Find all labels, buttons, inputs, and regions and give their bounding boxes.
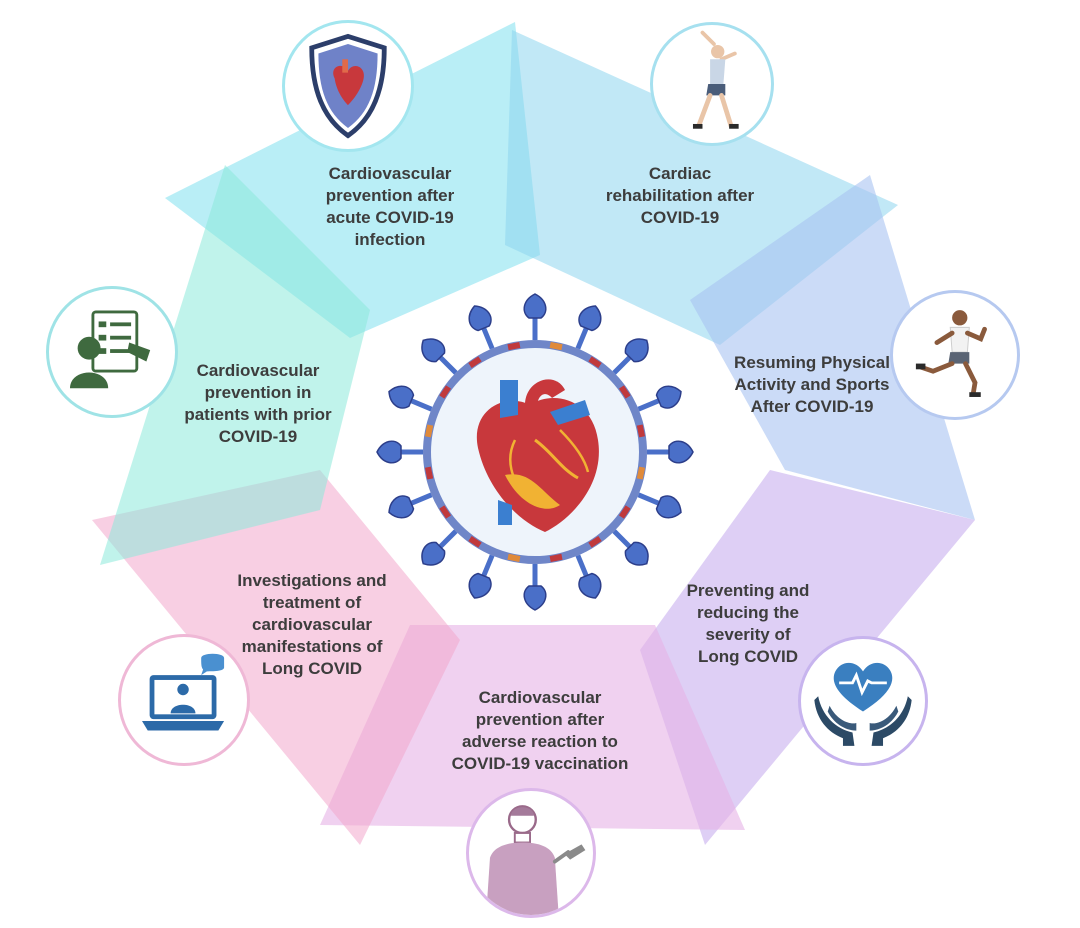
label-prevention-acute: Cardiovascular prevention after acute CO… (325, 164, 455, 249)
virus-membrane-protein (588, 356, 602, 369)
circle-rehab (650, 22, 774, 146)
heart-in-hands-icon (814, 662, 912, 746)
telemedicine-laptop-icon (142, 653, 225, 731)
virus-membrane-protein (549, 553, 563, 563)
stretching-woman-icon (692, 30, 739, 129)
label-rehab: Cardiac rehabilitation after COVID-19 (605, 164, 755, 227)
virus-spike (388, 492, 433, 519)
virus-membrane-protein (424, 466, 434, 480)
label-prior-covid: Cardiovascular prevention in patients wi… (184, 361, 332, 446)
virus-spike (376, 440, 423, 464)
virus-membrane-protein (424, 424, 434, 438)
vaccination-icon (486, 805, 586, 915)
virus-spike (421, 529, 458, 566)
virus-spike (468, 554, 495, 599)
heart-shield-icon (309, 33, 387, 139)
virus-membrane-protein (507, 553, 521, 563)
running-man-icon (915, 310, 987, 397)
virus-membrane-protein (468, 356, 482, 369)
virus-membrane-protein (588, 535, 602, 548)
virus-spike (575, 554, 602, 599)
virus-membrane-protein (439, 385, 452, 399)
virus-spike (575, 305, 602, 350)
band-prior-covid (100, 165, 370, 565)
virus-spike (612, 529, 649, 566)
band-severity (640, 470, 975, 845)
heart-illustration (476, 379, 599, 532)
checklist-doctor-icon (70, 310, 151, 389)
virus-membrane-protein (439, 505, 452, 519)
virus-spike (637, 385, 682, 412)
circle-long-covid (118, 634, 250, 766)
virus-membrane-protein (468, 535, 482, 548)
circle-prevention-acute (282, 20, 414, 152)
virus-heart-icon (376, 293, 694, 611)
circle-vaccination (466, 788, 596, 918)
virus-spike (421, 338, 458, 375)
label-severity: Preventing and reducing the severity of … (686, 581, 810, 666)
band-long-covid (92, 470, 460, 845)
virus-membrane-protein (618, 385, 631, 399)
virus-spike (523, 564, 547, 611)
circle-prior-covid (46, 286, 178, 418)
virus-membrane-protein (549, 341, 563, 351)
band-sports (690, 175, 975, 520)
label-sports: Resuming Physical Activity and Sports Af… (734, 353, 890, 416)
circle-sports (890, 290, 1020, 420)
virus-spike (647, 440, 694, 464)
virus-spike (612, 338, 649, 375)
virus-spike (523, 293, 547, 340)
virus-membrane-protein (636, 466, 646, 480)
virus-membrane-protein (618, 505, 631, 519)
virus-spike (637, 492, 682, 519)
virus-membrane-protein (636, 424, 646, 438)
label-vaccination: Cardiovascular prevention after adverse … (451, 688, 629, 773)
virus-membrane-protein (507, 341, 521, 351)
label-long-covid: Investigations and treatment of cardiova… (237, 571, 387, 678)
virus-spike (468, 305, 495, 350)
virus-spike (388, 385, 433, 412)
circle-severity (798, 636, 928, 766)
